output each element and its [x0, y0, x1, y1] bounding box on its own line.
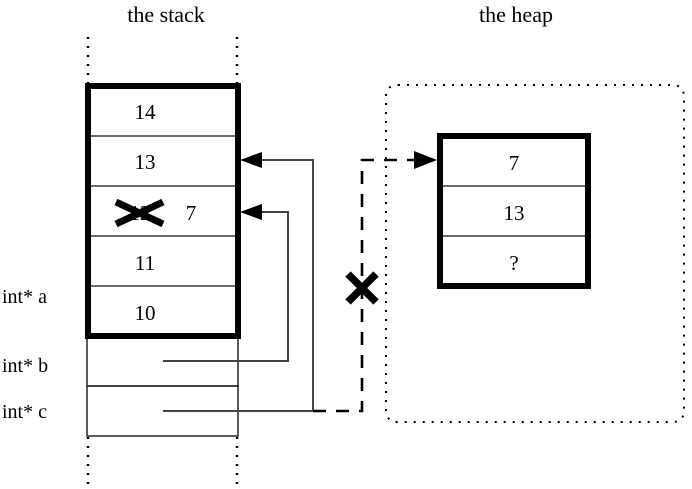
stack-cell-value-4: 10 — [135, 301, 156, 325]
heap-cell-value-2: ? — [509, 251, 518, 275]
heap-frame — [437, 133, 591, 289]
invalid-pointer-x-icon — [345, 271, 379, 305]
heap-cell-value-1: 13 — [504, 201, 525, 225]
pointer-c-path — [163, 159, 314, 412]
pointer-b-arrowhead — [240, 204, 262, 220]
struck-value-x-icon — [114, 198, 165, 228]
pointer-c-arrowhead — [240, 152, 262, 168]
pointer-b-path — [163, 211, 289, 362]
stack-cell-value-1: 13 — [135, 150, 156, 174]
stack-cell-value-3: 11 — [135, 251, 155, 275]
stack-frame — [85, 83, 241, 339]
heap-title: the heap — [479, 2, 553, 27]
dangling-pointer-arrowhead — [414, 151, 437, 169]
stack-cell-value-2-new: 7 — [186, 201, 197, 225]
dangling-pointer-path — [313, 158, 425, 413]
heap-cell-value-0: 7 — [509, 151, 520, 175]
variable-label-b: int* b — [2, 355, 48, 377]
stack-cell-value-0: 14 — [135, 100, 157, 124]
variable-label-c: int* c — [2, 401, 47, 423]
variable-label-a: int* a — [2, 286, 47, 308]
stack-title: the stack — [127, 2, 205, 27]
